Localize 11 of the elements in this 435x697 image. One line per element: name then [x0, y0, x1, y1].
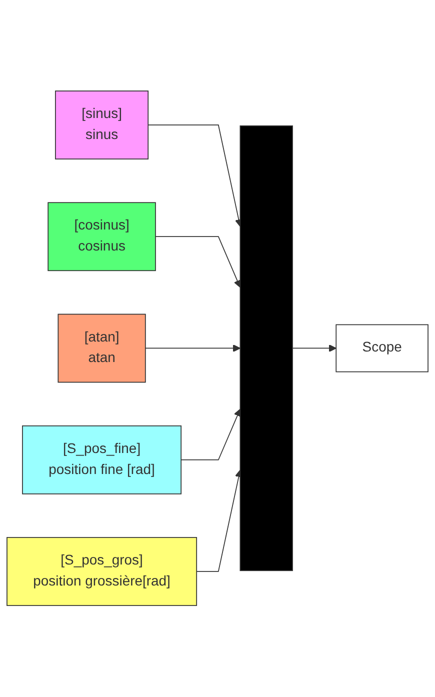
node-box: [cosinus] cosinus	[48, 202, 156, 272]
arrow	[155, 236, 241, 288]
arrow	[292, 344, 336, 352]
arrow	[180, 409, 241, 461]
node-box: [sinus] sinus	[55, 90, 149, 160]
node-box: [atan] atan	[58, 314, 146, 383]
node-box: Scope	[336, 324, 428, 372]
node-bar	[240, 126, 293, 572]
node-box: [S_pos_fine] position fine [rad]	[22, 426, 182, 495]
node-box: [S_pos_gros] position grossière[rad]	[6, 537, 198, 606]
arrow	[144, 344, 241, 352]
